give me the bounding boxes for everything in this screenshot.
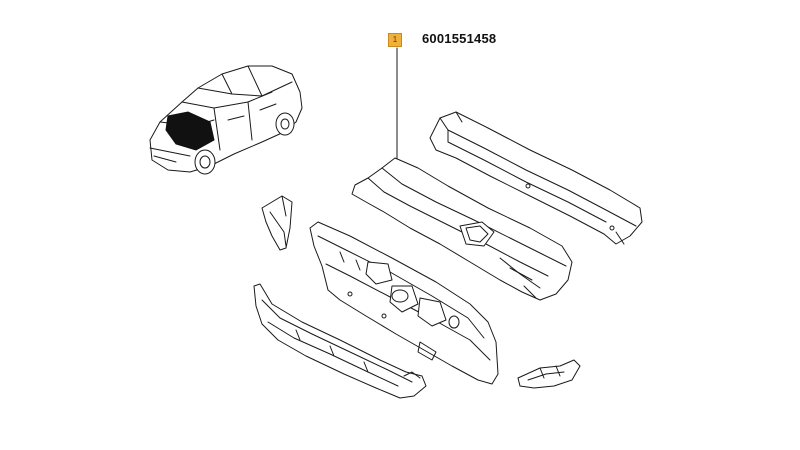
- right-bracket[interactable]: [517, 359, 581, 389]
- cowl-crossmember[interactable]: [429, 111, 643, 245]
- car-overview[interactable]: [149, 65, 303, 175]
- part-number-label: 6001551458: [422, 31, 497, 46]
- left-bracket[interactable]: [261, 195, 293, 251]
- callout-marker[interactable]: 1: [388, 33, 402, 47]
- dash-panel[interactable]: [309, 221, 499, 385]
- upper-cowl-panel[interactable]: [351, 157, 573, 301]
- lower-cowl-panel[interactable]: [253, 283, 427, 399]
